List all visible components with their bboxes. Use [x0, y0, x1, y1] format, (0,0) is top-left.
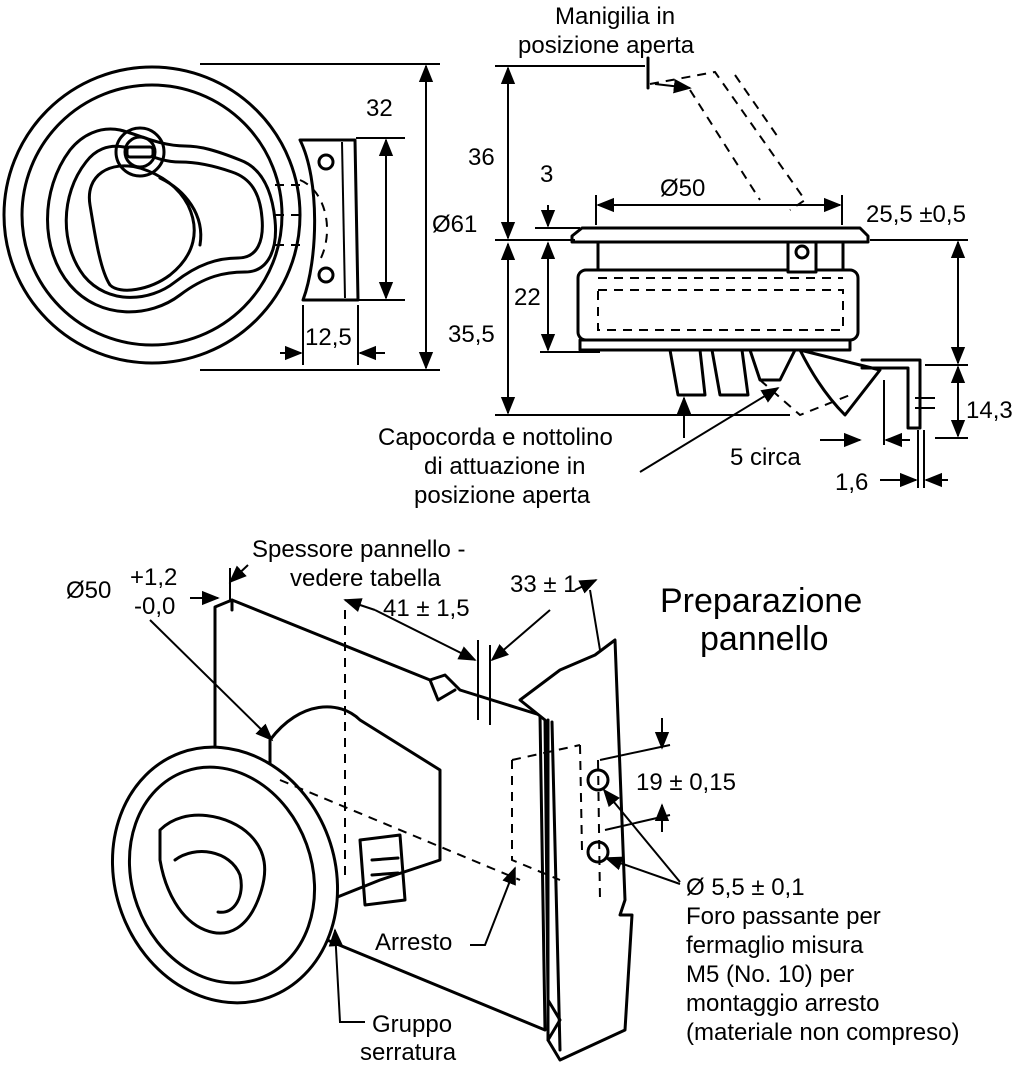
dim-35-5: 35,5: [448, 321, 495, 348]
hole-lower: [586, 840, 610, 864]
hole-note-5: montaggio arresto: [686, 990, 879, 1017]
handle-open-label: Manigilia in: [555, 3, 675, 30]
latch-hole-bottom: [317, 266, 335, 284]
lug-label-3: posizione aperta: [414, 482, 591, 509]
dim-61: Ø61: [432, 211, 477, 238]
dim-14-3: 14,3: [966, 397, 1013, 424]
dim-19: 19 ± 0,15: [636, 769, 736, 796]
dim-25-5: 25,5 ±0,5: [866, 201, 966, 228]
dim-36: 36: [468, 144, 495, 171]
hole-note-3: fermaglio misura: [686, 932, 864, 959]
dim-32: 32: [366, 95, 393, 122]
lug-label: Capocorda e nottolino: [378, 424, 613, 451]
title-line-2: pannello: [700, 620, 829, 658]
front-view: 32 Ø61 12,5: [2, 63, 477, 371]
dim-41: 41 ± 1,5: [383, 595, 470, 622]
latch-housing: [298, 138, 360, 302]
side-view: Ø50 36 3 22 35,5 25,5 ±0,5 14,3 5 circa: [378, 3, 1013, 509]
latch-hole-top: [317, 153, 335, 171]
hole-note-2: Foro passante per: [686, 903, 881, 930]
lock-group-label-2: serratura: [360, 1039, 457, 1066]
latch-hidden: [299, 179, 328, 261]
side-lugs: [668, 348, 707, 397]
dim-5-circa: 5 circa: [730, 444, 801, 471]
panel-thickness-label-2: vedere tabella: [290, 565, 441, 592]
dim-50: Ø50: [660, 175, 705, 202]
hole-note-4: M5 (No. 10) per: [686, 961, 854, 988]
dim-3: 3: [540, 161, 553, 188]
panel-thickness-label: Spessore pannello -: [252, 536, 465, 563]
handle-grip: [158, 176, 203, 247]
cup-inner-outline: [64, 144, 264, 299]
lock-group-label: Gruppo: [372, 1011, 452, 1038]
flange-inner-circle: [20, 83, 284, 347]
iso-view: 41 ± 1,5 33 ± 1 19 ± 0,15 Ø50 +1,2 -0,0 …: [66, 536, 959, 1066]
dim-22: 22: [514, 284, 541, 311]
cup-outline: [46, 127, 278, 314]
handle-open-label-2: posizione aperta: [518, 32, 695, 59]
latch-housing-edge: [341, 141, 346, 299]
stop-label: Arresto: [375, 929, 452, 956]
dim-1-6: 1,6: [835, 469, 868, 496]
dim-12-5: 12,5: [305, 324, 352, 351]
key-cylinder-inner: [123, 135, 157, 169]
hole-note-6: (materiale non compreso): [686, 1019, 959, 1046]
iso-handle: [158, 813, 267, 935]
tol-plus: +1,2: [130, 564, 177, 591]
dim-33: 33 ± 1: [510, 571, 577, 598]
lug-label-2: di attuazione in: [424, 453, 585, 480]
title-line-1: Preparazione: [660, 582, 862, 620]
dim-50-tol: Ø50: [66, 577, 111, 604]
key-slot: [125, 145, 155, 159]
handle-lever: [87, 164, 196, 292]
hole-note-1: Ø 5,5 ± 0,1: [686, 874, 805, 901]
side-flange: [570, 226, 870, 244]
key-cylinder: [114, 126, 166, 178]
tol-minus: -0,0: [134, 593, 175, 620]
